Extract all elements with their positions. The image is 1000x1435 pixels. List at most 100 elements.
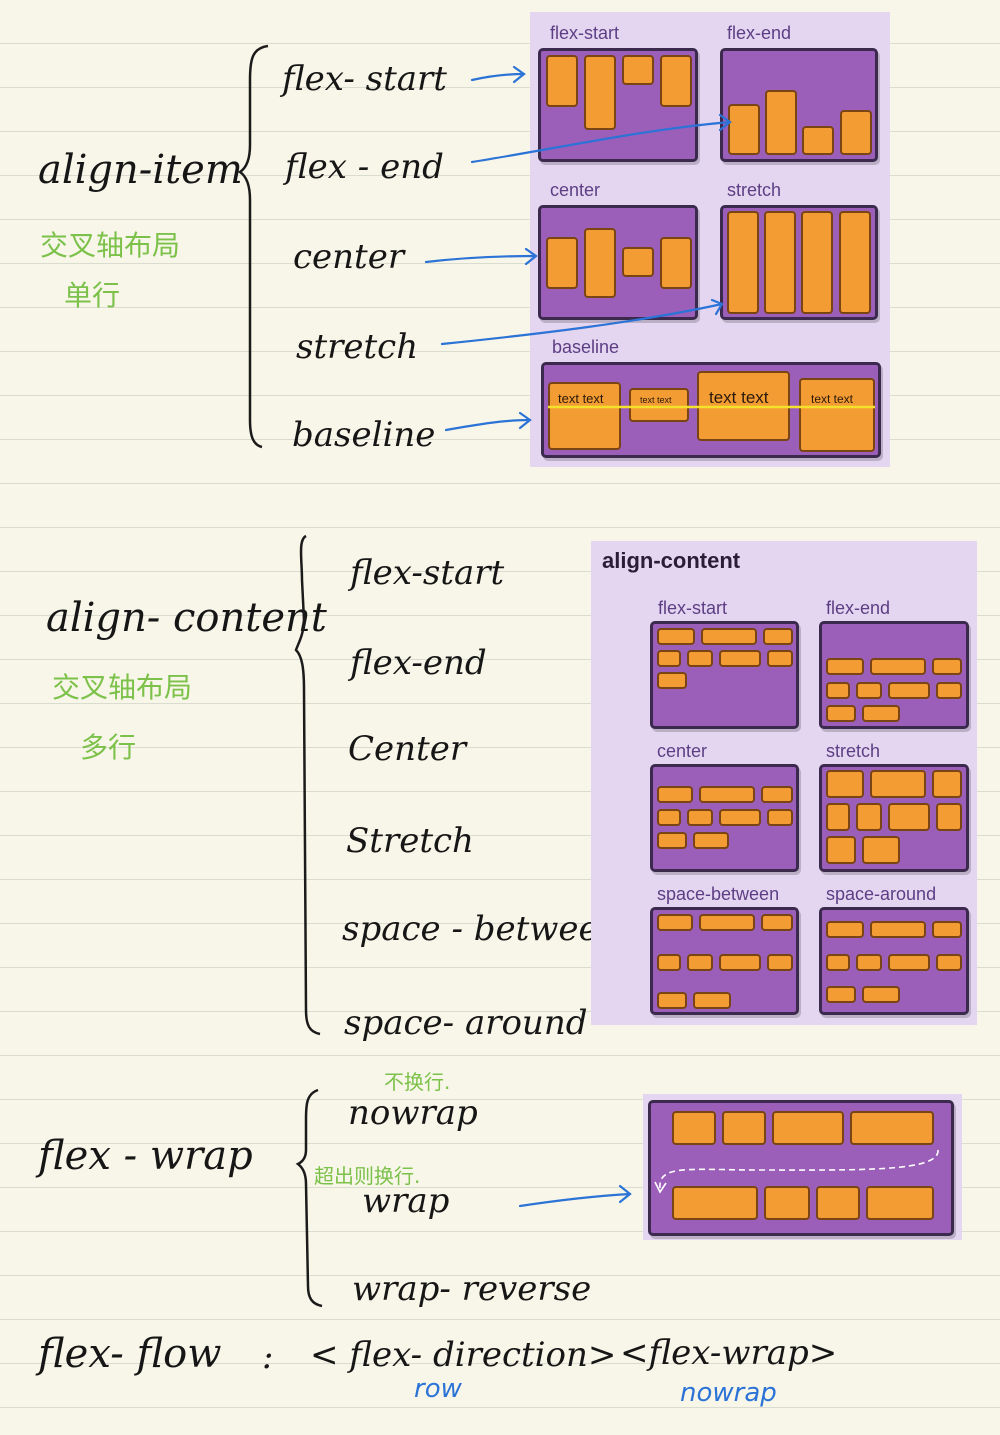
item (870, 921, 926, 938)
flex-flow-syntax-direction: < flex- direction> (310, 1335, 617, 1375)
item (826, 836, 856, 864)
item (799, 378, 875, 452)
baseline-item-text: text text (709, 388, 769, 407)
brace-flex-wrap (295, 1088, 323, 1308)
item (701, 628, 757, 645)
align-content-panel-title: align-content (602, 548, 741, 573)
caption-flex-end: flex-end (826, 598, 891, 618)
arrow-wrap (518, 1192, 632, 1208)
item (826, 682, 850, 699)
item (826, 954, 850, 971)
align-content-value-stretch: Stretch (346, 821, 474, 861)
align-items-note-single-line: 单行 (64, 279, 121, 312)
item (936, 682, 962, 699)
caption-stretch: stretch (727, 180, 782, 200)
item (584, 55, 616, 130)
caption-space-around: space-around (826, 884, 937, 904)
caption-center: center (657, 741, 708, 761)
item (584, 228, 616, 298)
align-items-value-flex-end: flex - end (285, 147, 444, 187)
align-content-value-space-between: space - between (342, 909, 621, 949)
item (657, 628, 695, 645)
align-items-value-baseline: baseline (292, 415, 436, 455)
caption-center: center (550, 180, 601, 200)
align-content-note-multi-line: 多行 (80, 731, 137, 764)
item (839, 211, 871, 314)
caption-baseline: baseline (552, 337, 620, 357)
item (765, 90, 797, 155)
item (936, 954, 962, 971)
item (856, 803, 882, 831)
flex-wrap-value-wrap: wrap (362, 1181, 450, 1221)
item (657, 914, 693, 931)
item (856, 682, 882, 699)
item (672, 1111, 716, 1145)
align-content-value-flex-end: flex-end (350, 643, 487, 683)
align-items-note-cross-axis: 交叉轴布局 (40, 229, 181, 262)
item (856, 954, 882, 971)
item (840, 110, 872, 155)
baseline-item-text: text text (640, 395, 672, 405)
item (802, 126, 834, 155)
item (932, 921, 962, 938)
arrow-center (424, 254, 538, 264)
flex-wrap-value-wrap-reverse: wrap- reverse (352, 1269, 592, 1309)
align-content-note-cross-axis: 交叉轴布局 (52, 671, 193, 704)
item (629, 388, 689, 422)
item (866, 1186, 934, 1220)
align-content-heading: align- content (46, 595, 327, 641)
item (622, 55, 654, 85)
item (657, 672, 687, 689)
item (719, 809, 761, 826)
item (719, 650, 761, 667)
item (672, 1186, 758, 1220)
item (687, 650, 713, 667)
item (888, 803, 930, 831)
item (657, 809, 681, 826)
item (767, 650, 793, 667)
align-content-value-flex-start: flex-start (350, 553, 505, 593)
baseline-item-text: text text (811, 392, 854, 406)
align-items-value-flex-start: flex- start (282, 59, 447, 99)
item (548, 382, 621, 450)
item (657, 832, 687, 849)
item (932, 658, 962, 675)
item (687, 954, 713, 971)
item (826, 770, 864, 798)
item (660, 55, 692, 107)
arrow-wrap-head (618, 1184, 632, 1204)
align-items-value-stretch: stretch (296, 327, 419, 367)
item (767, 954, 793, 971)
item (761, 914, 793, 931)
item (826, 986, 856, 1003)
caption-flex-start: flex-start (550, 23, 620, 43)
flex-flow-syntax-wrap: <flex-wrap> (620, 1333, 838, 1373)
item (699, 914, 755, 931)
arrow-baseline (444, 418, 532, 432)
item (862, 836, 900, 864)
item (693, 832, 729, 849)
item (801, 211, 833, 314)
caption-space-between: space-between (657, 884, 780, 904)
align-content-value-space-around: space- around (344, 1003, 588, 1043)
item (826, 921, 864, 938)
item (763, 628, 793, 645)
arrow-baseline-head (518, 411, 532, 430)
brace-align-items (237, 44, 269, 449)
arrow-flex-start-head (512, 65, 526, 84)
flex-flow-heading: flex- flow (38, 1331, 222, 1377)
flex-wrap-value-nowrap: nowrap (348, 1093, 478, 1133)
item (657, 786, 693, 803)
item (727, 211, 759, 314)
align-items-heading: align-item (38, 147, 243, 193)
item (546, 55, 578, 107)
container-ac-flex-end (819, 621, 969, 729)
flex-flow-default-direction: row (414, 1374, 462, 1404)
item (826, 658, 864, 675)
item (693, 992, 731, 1009)
item (699, 786, 755, 803)
caption-flex-end: flex-end (727, 23, 792, 43)
item (660, 237, 692, 289)
item (657, 992, 687, 1009)
item (816, 1186, 860, 1220)
